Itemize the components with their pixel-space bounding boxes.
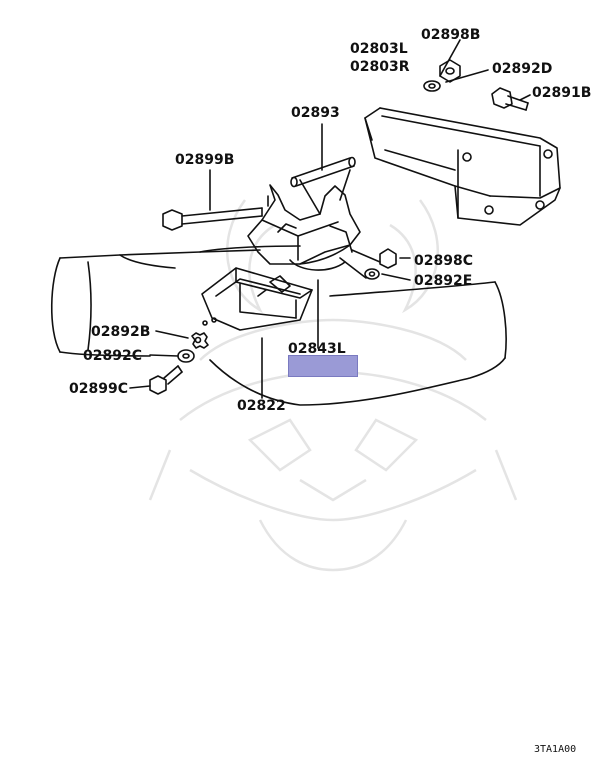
part-label-02843L[interactable]: 02843L bbox=[288, 341, 346, 357]
diagram-code: 3TA1A00 bbox=[534, 744, 577, 755]
part-label-02893[interactable]: 02893 bbox=[291, 105, 340, 121]
frame-rail bbox=[59, 249, 261, 259]
pin-02893 bbox=[291, 157, 351, 179]
insulator-02822 bbox=[201, 267, 313, 331]
drawing-lines bbox=[50, 39, 561, 406]
part-label-02898B[interactable]: 02898B bbox=[421, 27, 481, 43]
part-label-02892D[interactable]: 02892D bbox=[492, 61, 553, 77]
part-label-02898C[interactable]: 02898C bbox=[414, 253, 473, 269]
part-label-02803L[interactable]: 02803L bbox=[350, 41, 408, 57]
part-label-02892E[interactable]: 02892E bbox=[414, 273, 473, 289]
part-highlight-box[interactable] bbox=[288, 355, 358, 377]
part-label-02891B[interactable]: 02891B bbox=[532, 85, 592, 101]
part-label-02899C[interactable]: 02899C bbox=[69, 381, 128, 397]
part-label-02822[interactable]: 02822 bbox=[237, 398, 286, 414]
part-label-02803R[interactable]: 02803R bbox=[350, 59, 410, 75]
part-label-02892C[interactable]: 02892C bbox=[83, 348, 142, 364]
watermark-emblem bbox=[148, 199, 518, 572]
part-label-02892B[interactable]: 02892B bbox=[91, 324, 151, 340]
bracket-arm bbox=[379, 107, 561, 199]
part-label-02899B[interactable]: 02899B bbox=[175, 152, 235, 168]
